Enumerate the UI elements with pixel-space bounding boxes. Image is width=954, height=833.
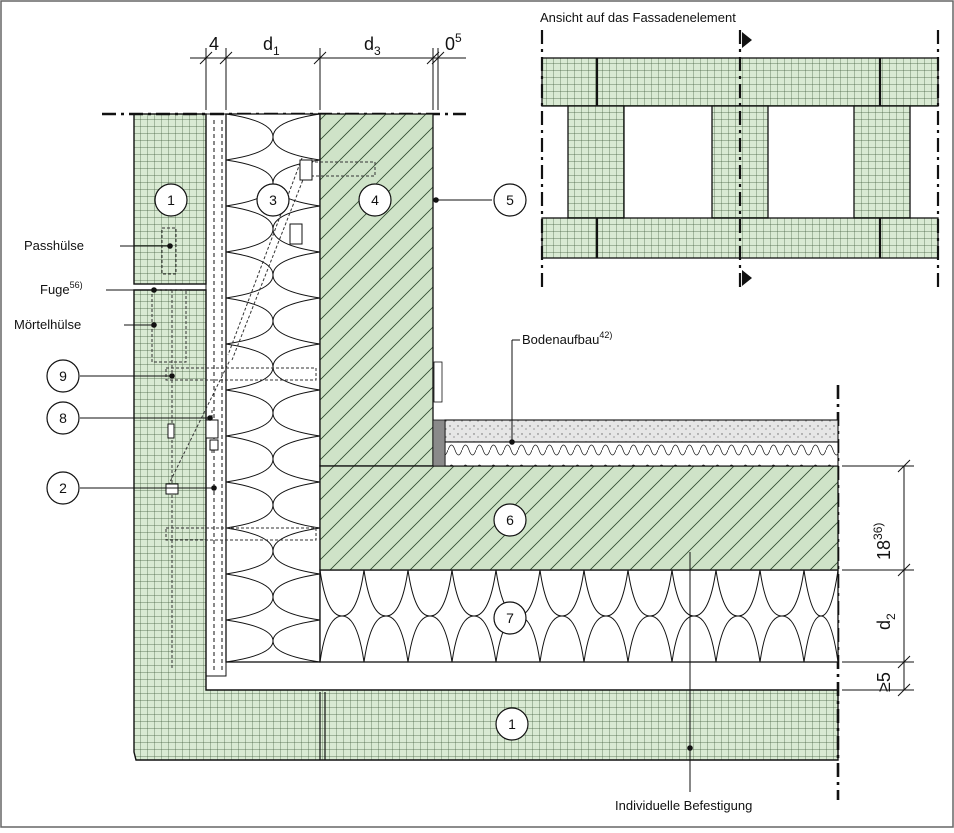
marker-7: 7 (493, 601, 527, 635)
svg-text:3: 3 (269, 192, 277, 208)
label-passhuelse: Passhülse (24, 238, 84, 253)
svg-text:1: 1 (508, 716, 516, 732)
svg-text:9: 9 (59, 368, 67, 384)
marker-3: 3 (256, 183, 290, 217)
concrete-slab-6 (319, 465, 839, 571)
label-bodenaufbau: Bodenaufbau42) (522, 330, 612, 347)
svg-text:2: 2 (59, 480, 67, 496)
floor-buildup (432, 361, 839, 467)
air-gap-lines (213, 120, 223, 672)
label-moertelhuelse: Mörtelhülse (14, 317, 81, 332)
dim-d2: d2 (874, 613, 898, 630)
dim-d1: d1 (263, 34, 280, 58)
inset-view: Ansicht auf das Fassadenelement (540, 10, 940, 290)
marker-4: 4 (358, 183, 392, 217)
label-befestigung: Individuelle Befestigung (615, 798, 752, 813)
marker-1-top: 1 (154, 183, 188, 217)
air-gap-outline (205, 113, 227, 677)
dim-d3: d3 (364, 34, 381, 58)
dim-ge5: ≥5 (874, 672, 894, 692)
insulation-7 (319, 569, 839, 663)
dim-18: 1836) (871, 523, 894, 560)
marker-9: 9 (46, 359, 80, 393)
marker-1-bottom: 1 (495, 707, 529, 741)
top-dimension-chain (190, 48, 466, 110)
anchor-heads (165, 159, 313, 495)
dim-05: 05 (445, 31, 462, 54)
svg-text:1: 1 (167, 192, 175, 208)
concrete-wall-4 (319, 113, 434, 467)
view-title: Ansicht auf das Fassadenelement (540, 10, 736, 25)
marker-8: 8 (46, 401, 80, 435)
marker-2: 2 (46, 471, 80, 505)
svg-text:6: 6 (506, 512, 514, 528)
marker-6: 6 (493, 503, 527, 537)
svg-text:8: 8 (59, 410, 67, 426)
label-fuge: Fuge56) (40, 280, 83, 297)
svg-text:4: 4 (371, 192, 379, 208)
svg-text:5: 5 (506, 192, 514, 208)
marker-5: 5 (493, 183, 527, 217)
leader-lines (80, 199, 691, 792)
markers: 1 3 4 5 9 8 2 6 7 1 (46, 183, 529, 741)
svg-text:7: 7 (506, 610, 514, 626)
right-dimension-chain (842, 459, 914, 697)
leader-dots (151, 197, 693, 751)
dim-4: 4 (209, 34, 219, 54)
